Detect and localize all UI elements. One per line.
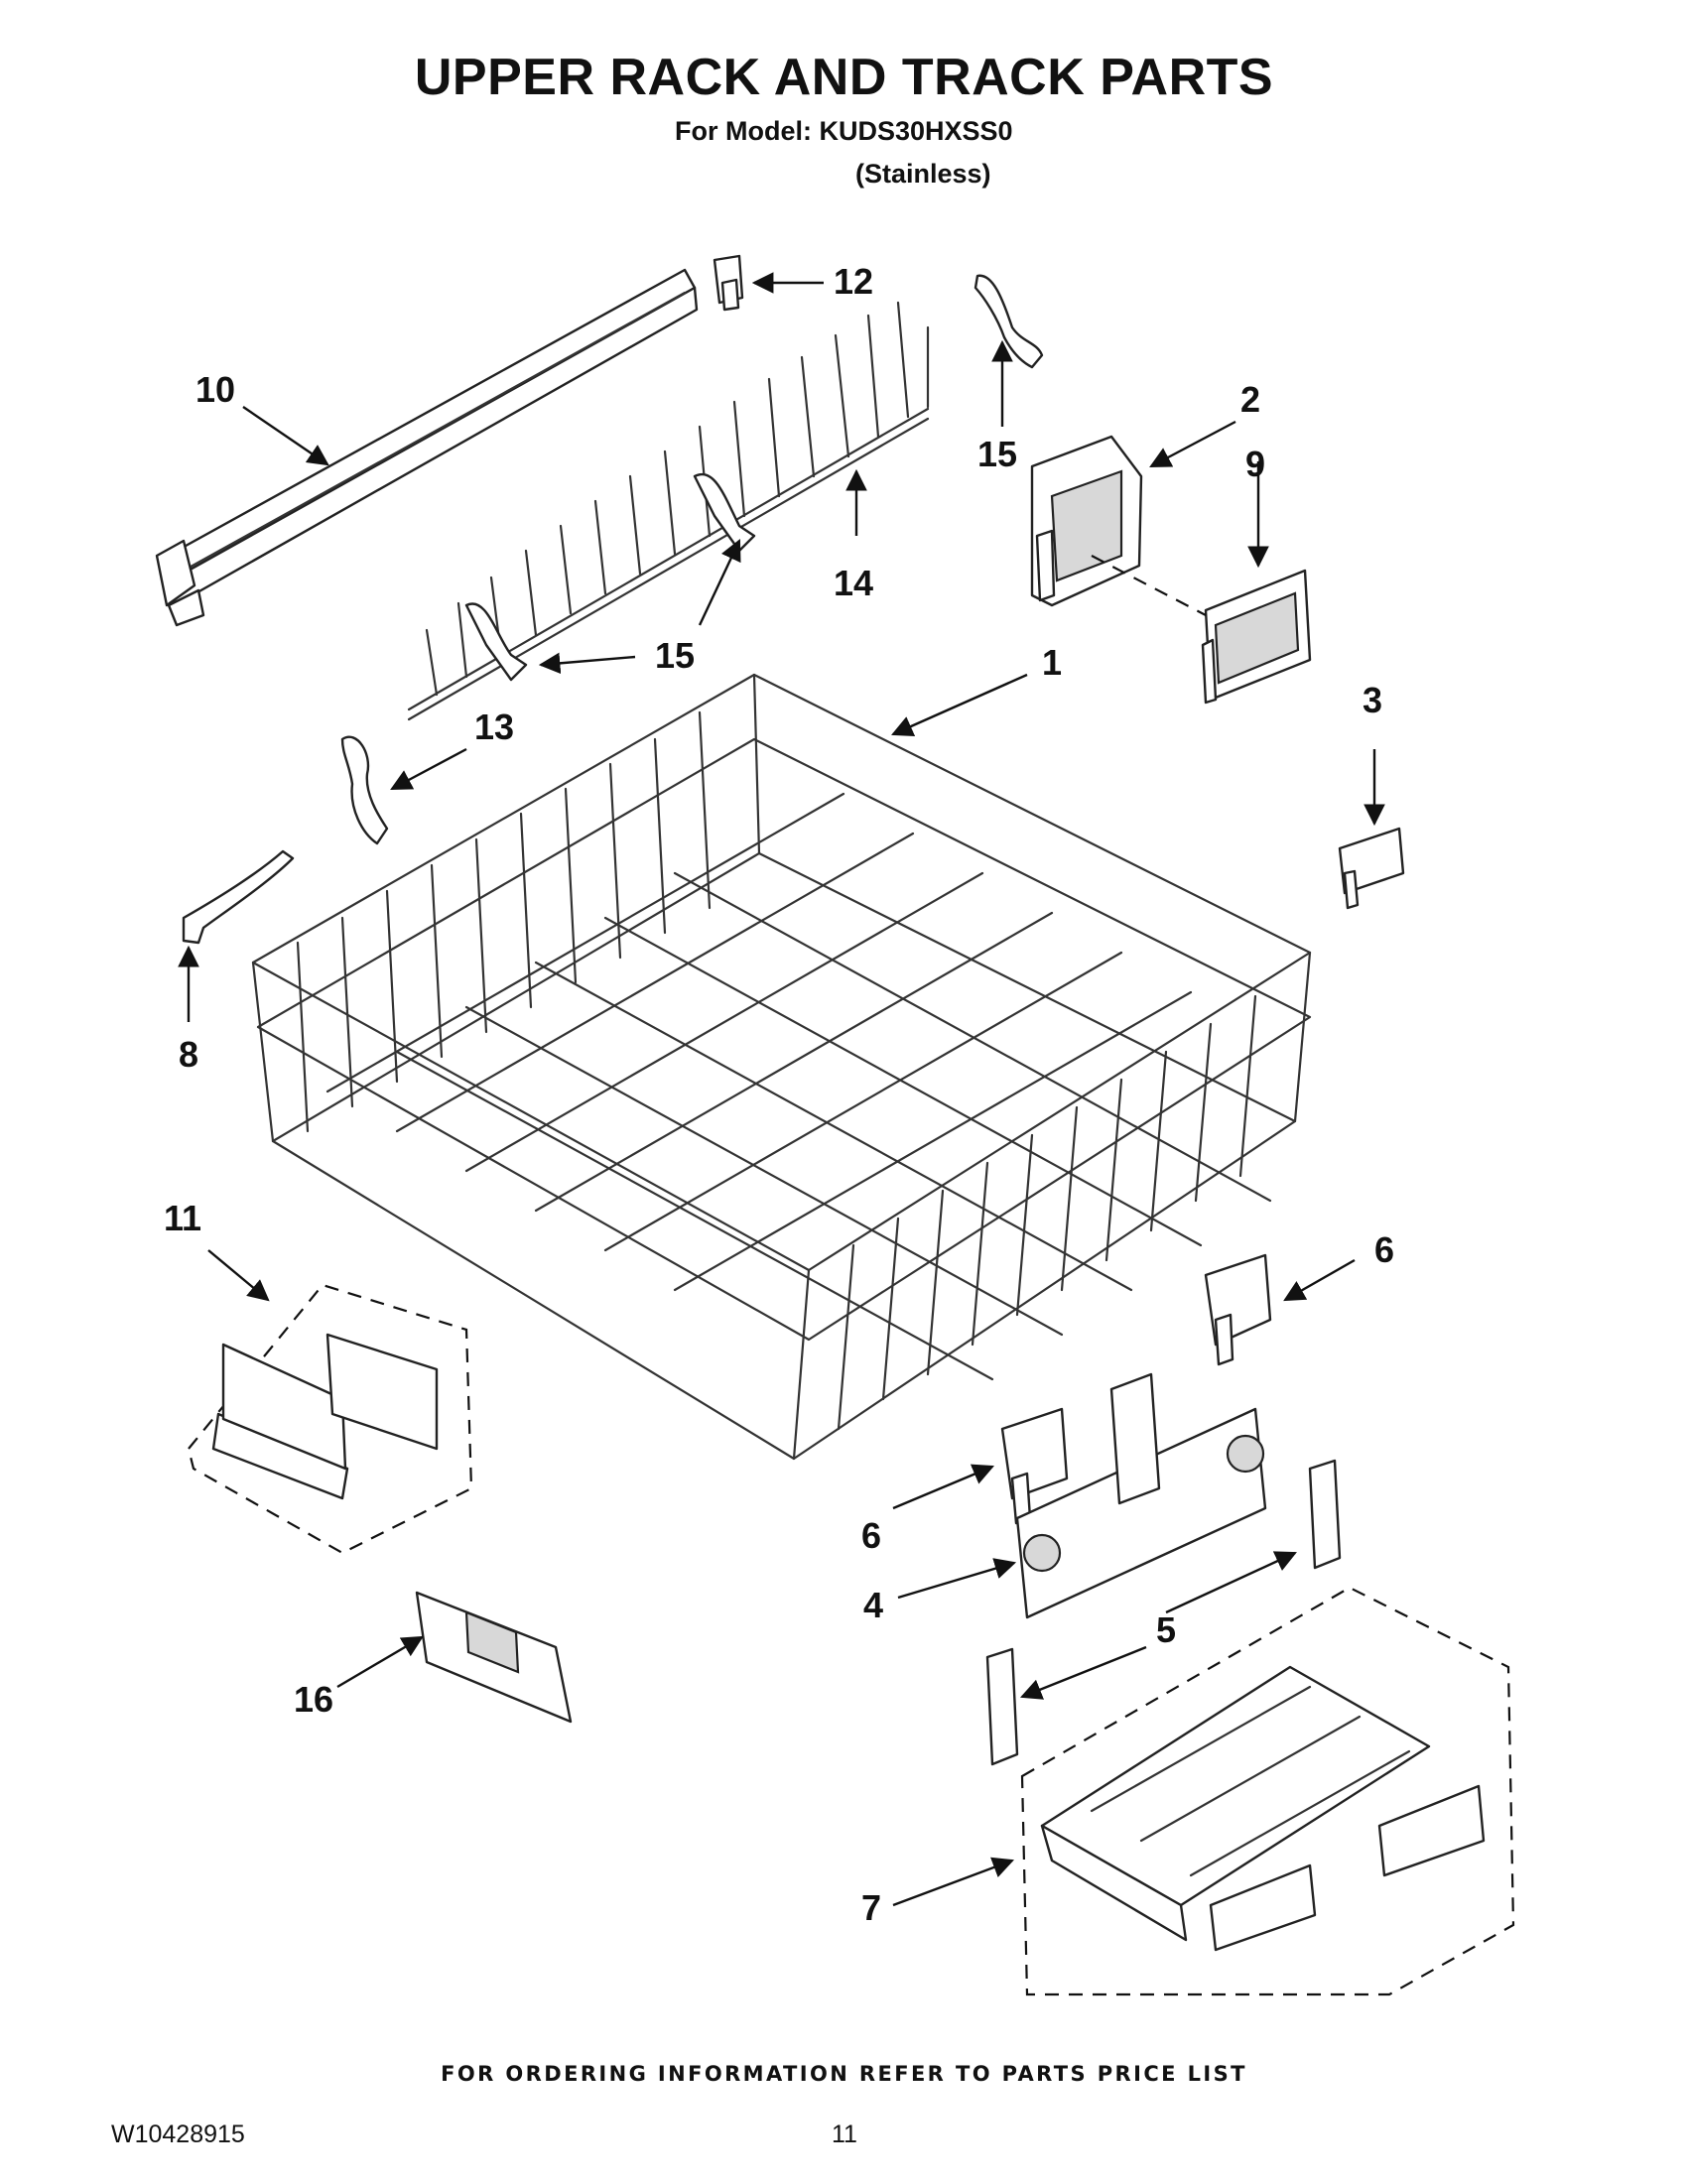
part-4-adjuster — [1015, 1372, 1267, 1619]
leader-lines — [178, 272, 1385, 1907]
part-11-handle-group — [187, 1283, 473, 1555]
callout-13: 13 — [474, 707, 514, 747]
callout-9: 9 — [1245, 444, 1265, 484]
callout-16: 16 — [294, 1679, 333, 1720]
callout-12: 12 — [834, 261, 873, 302]
part-8-arm — [182, 849, 295, 945]
callout-6-right: 6 — [1374, 1229, 1394, 1270]
callout-labels: 1 2 3 4 5 6 6 7 8 9 10 11 12 13 14 15 15… — [164, 261, 1394, 1928]
part-12-clip — [713, 254, 744, 312]
callout-7: 7 — [861, 1887, 881, 1928]
part-6-clip-left — [1000, 1407, 1069, 1525]
model-line: For Model: KUDS30HXSS0 — [675, 116, 1013, 146]
part-14-tine-row — [407, 301, 930, 721]
part-5-wheel-right — [1308, 1459, 1342, 1570]
part-7-tray-group — [1020, 1586, 1515, 1996]
callout-6-left: 6 — [861, 1515, 881, 1556]
callout-14: 14 — [834, 563, 873, 603]
part-10-track-rail — [155, 268, 699, 627]
part-5-wheel-left — [985, 1647, 1019, 1766]
finish-line: (Stainless) — [855, 159, 991, 189]
part-1-rack — [251, 673, 1312, 1461]
part-6-clip-right — [1204, 1253, 1272, 1366]
callout-2: 2 — [1240, 379, 1260, 420]
part-3-clip — [1338, 827, 1405, 910]
part-16-bracket — [415, 1591, 573, 1724]
callout-10: 10 — [195, 369, 235, 410]
part-9-plate — [1201, 569, 1312, 705]
callout-1: 1 — [1042, 642, 1062, 683]
callout-5: 5 — [1156, 1609, 1176, 1650]
callout-8: 8 — [179, 1034, 198, 1075]
callout-3: 3 — [1363, 680, 1382, 720]
callout-4: 4 — [863, 1585, 883, 1625]
callout-15-top: 15 — [977, 434, 1017, 474]
part-13-clip — [340, 735, 389, 845]
page-number: 11 — [832, 2120, 857, 2148]
callout-15-left: 15 — [655, 635, 695, 676]
callout-11: 11 — [164, 1198, 201, 1238]
part-15-clip-top — [974, 274, 1044, 369]
document-number: W10428915 — [111, 2120, 245, 2148]
page-title: UPPER RACK AND TRACK PARTS — [414, 49, 1274, 106]
part-2-bracket — [1030, 435, 1143, 607]
ordering-note: FOR ORDERING INFORMATION REFER TO PARTS … — [441, 2062, 1247, 2086]
